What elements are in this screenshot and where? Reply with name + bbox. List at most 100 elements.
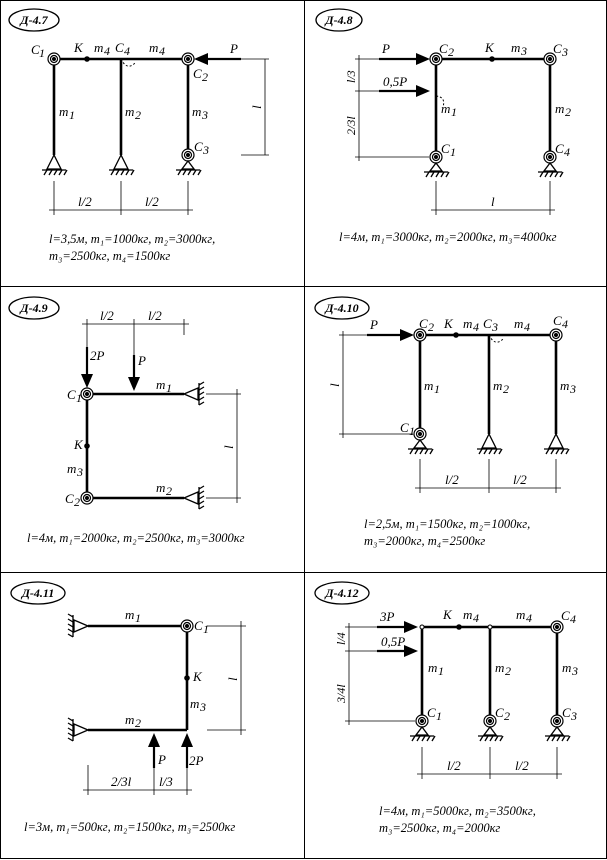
label-dim-l: l [327, 383, 342, 387]
dim-horizontal [49, 181, 193, 215]
label-dim-l23: 2/3l [111, 774, 132, 789]
label-m1: m [125, 607, 134, 622]
dim-horizontal [83, 765, 192, 795]
dim-vertical [355, 55, 429, 161]
label-m1: m [156, 377, 165, 392]
force-05p-arrow [379, 85, 430, 97]
label-dim-l2-a: l/2 [445, 472, 459, 487]
wall-pin-top [182, 381, 205, 406]
force-p-arrow [194, 53, 241, 65]
label-m4b-sub: 4 [159, 44, 165, 58]
label-c1-sub: 1 [436, 709, 442, 723]
point-k [453, 332, 459, 338]
dim-l [206, 389, 241, 503]
label-c1-sub: 1 [450, 145, 456, 159]
moment-arc [435, 95, 445, 108]
frame [418, 333, 558, 434]
label-m2: m [125, 712, 134, 727]
label-m1-sub: 1 [451, 105, 457, 119]
label-m3-sub: 3 [569, 382, 576, 396]
diagram-d-4-10: Д-4.10 [314, 296, 576, 493]
label-c1: C [31, 42, 40, 57]
label-3p: 3P [379, 609, 395, 624]
label-c4: C [553, 313, 562, 328]
label-m2-sub: 2 [135, 108, 141, 122]
label-c1-sub: 1 [76, 391, 82, 405]
frame [85, 392, 184, 500]
pin-support-c2 [478, 725, 504, 742]
hinge-c2 [181, 52, 195, 66]
label-m3: m [190, 696, 199, 711]
panel-d-4-8: Д-4.8 [304, 0, 607, 287]
label-m3-sub: 3 [571, 664, 578, 678]
label-dim-l: l [249, 105, 264, 109]
conditions-line-1: l=4м, m₁=5000кг, m₂=3500кг, [379, 804, 536, 818]
label-c2: C [419, 316, 428, 331]
dim-l [339, 331, 413, 438]
badge: Д-4.12 [314, 581, 370, 605]
label-c2-sub: 2 [448, 45, 454, 59]
label-p: P [381, 41, 390, 56]
frame [88, 624, 189, 732]
point-k [489, 56, 495, 62]
label-m2: m [493, 378, 502, 393]
label-m4a: m [463, 316, 472, 331]
label-c2: C [495, 705, 504, 720]
label-m4b-sub: 4 [524, 320, 530, 334]
label-c3-sub: 3 [561, 45, 568, 59]
hinge-c2 [413, 328, 427, 342]
label-m4b: m [514, 316, 523, 331]
pin-support-c4 [538, 161, 564, 178]
label-m3-sub: 3 [520, 44, 527, 58]
dim-top [82, 319, 189, 355]
label-dim-l3: l/3 [344, 70, 358, 83]
label-m4a: m [94, 40, 103, 55]
pin-support-c3 [545, 725, 571, 742]
label-m1-sub: 1 [166, 381, 172, 395]
label-dim-l: l [225, 677, 240, 681]
label-m2-sub: 2 [135, 716, 141, 730]
label-m1: m [424, 378, 433, 393]
label-m4b: m [149, 40, 158, 55]
label-c3: C [562, 705, 571, 720]
conditions-line-2: m₃=2500кг, m₄=2000кг [379, 821, 501, 835]
conditions-line-1: l=3,5м, m₁=1000кг, m₂=3000кг, [49, 232, 216, 246]
force-p-arrow [128, 355, 140, 391]
conditions-line-1: l=4м, m₁=2000кг, m₂=2500кг, m₃=3000кг [27, 531, 245, 545]
hinge-c1 [47, 52, 61, 66]
diagram-d-4-7: Д-4.7 [8, 8, 269, 215]
label-m4a-sub: 4 [104, 44, 110, 58]
label-m1: m [428, 660, 437, 675]
force-2p-arrow [81, 347, 93, 388]
moment-arc-c3 [488, 334, 504, 343]
hinge-c4 [550, 620, 564, 634]
label-m4b: m [516, 607, 525, 622]
label-dim-l2-b: l/2 [513, 472, 527, 487]
conditions-line-2: m₃=2500кг, m₄=1500кг [49, 249, 171, 263]
hinge-c1 [413, 427, 427, 441]
label-dim-l23: 2/3l [344, 116, 358, 135]
hinge-c1 [80, 387, 94, 401]
hinge-top-mid [487, 624, 493, 630]
label-c4: C [115, 40, 124, 55]
badge: Д-4.10 [314, 296, 370, 320]
panel-d-4-11: Д-4.11 [0, 572, 305, 859]
label-c4: C [555, 141, 564, 156]
label-c1-sub: 1 [203, 622, 209, 636]
hinge-c4 [549, 328, 563, 342]
label-m2-sub: 2 [505, 664, 511, 678]
hinge-c1 [429, 150, 443, 164]
label-2p: 2P [90, 348, 105, 363]
point-k [84, 56, 90, 62]
label-c2-sub: 2 [202, 70, 208, 84]
label-m3: m [560, 378, 569, 393]
force-p-arrow [148, 733, 160, 768]
label-dim-l2-a: l/2 [78, 194, 92, 209]
label-c1: C [427, 705, 436, 720]
badge-text: Д-4.7 [19, 13, 48, 27]
hinge-c1 [415, 714, 429, 728]
pin-support-c1 [410, 725, 436, 742]
badge: Д-4.11 [10, 581, 66, 605]
label-k: K [73, 437, 84, 452]
label-c1: C [67, 387, 76, 402]
